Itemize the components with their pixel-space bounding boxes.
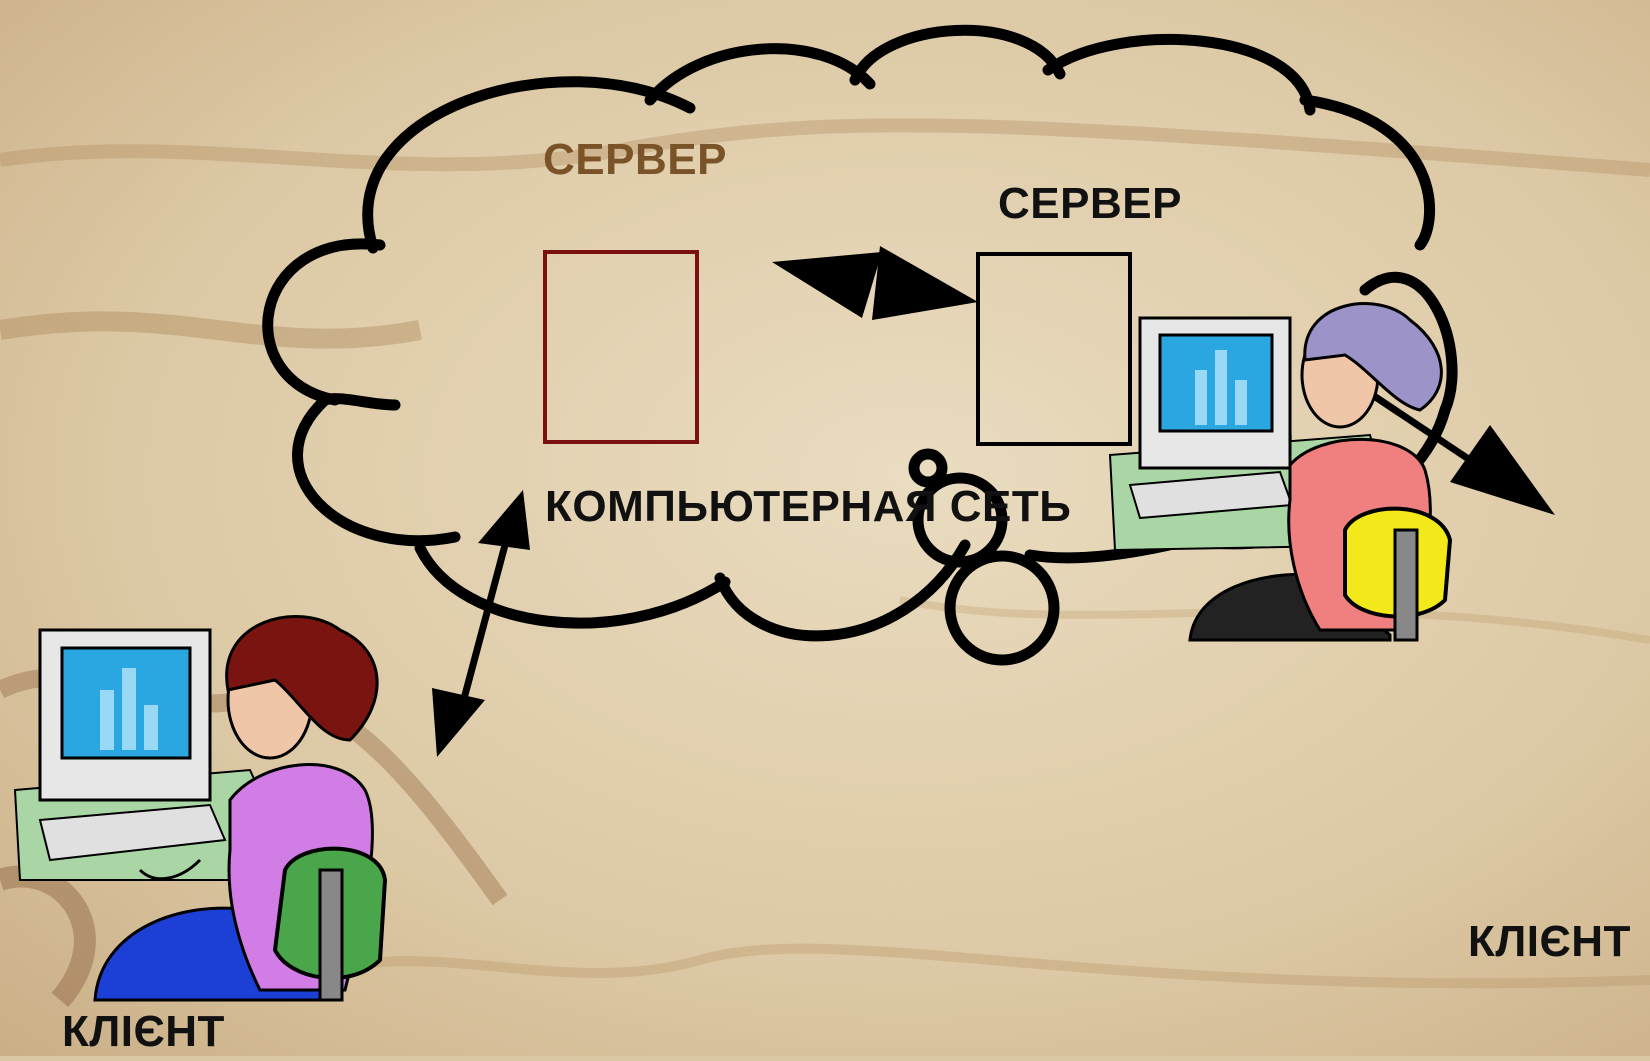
server-link-arrow (772, 246, 978, 320)
client-left-figure (13, 615, 388, 1002)
network-label: КОМПЬЮТЕРНАЯ СЕТЬ (545, 482, 1072, 531)
client-right-figure (1108, 302, 1453, 642)
network-cloud (262, 24, 1458, 642)
thought-bubbles (908, 448, 1060, 666)
client-left-link-arrow (432, 490, 530, 757)
server-left-box (543, 250, 699, 444)
server-right-label: СЕРВЕР (998, 179, 1182, 228)
client-left-label: КЛІЄНТ (62, 1007, 225, 1056)
server-right-box (976, 252, 1132, 446)
server-left-label: СЕРВЕР (543, 135, 727, 184)
client-right-label: КЛІЄНТ (1468, 917, 1631, 966)
